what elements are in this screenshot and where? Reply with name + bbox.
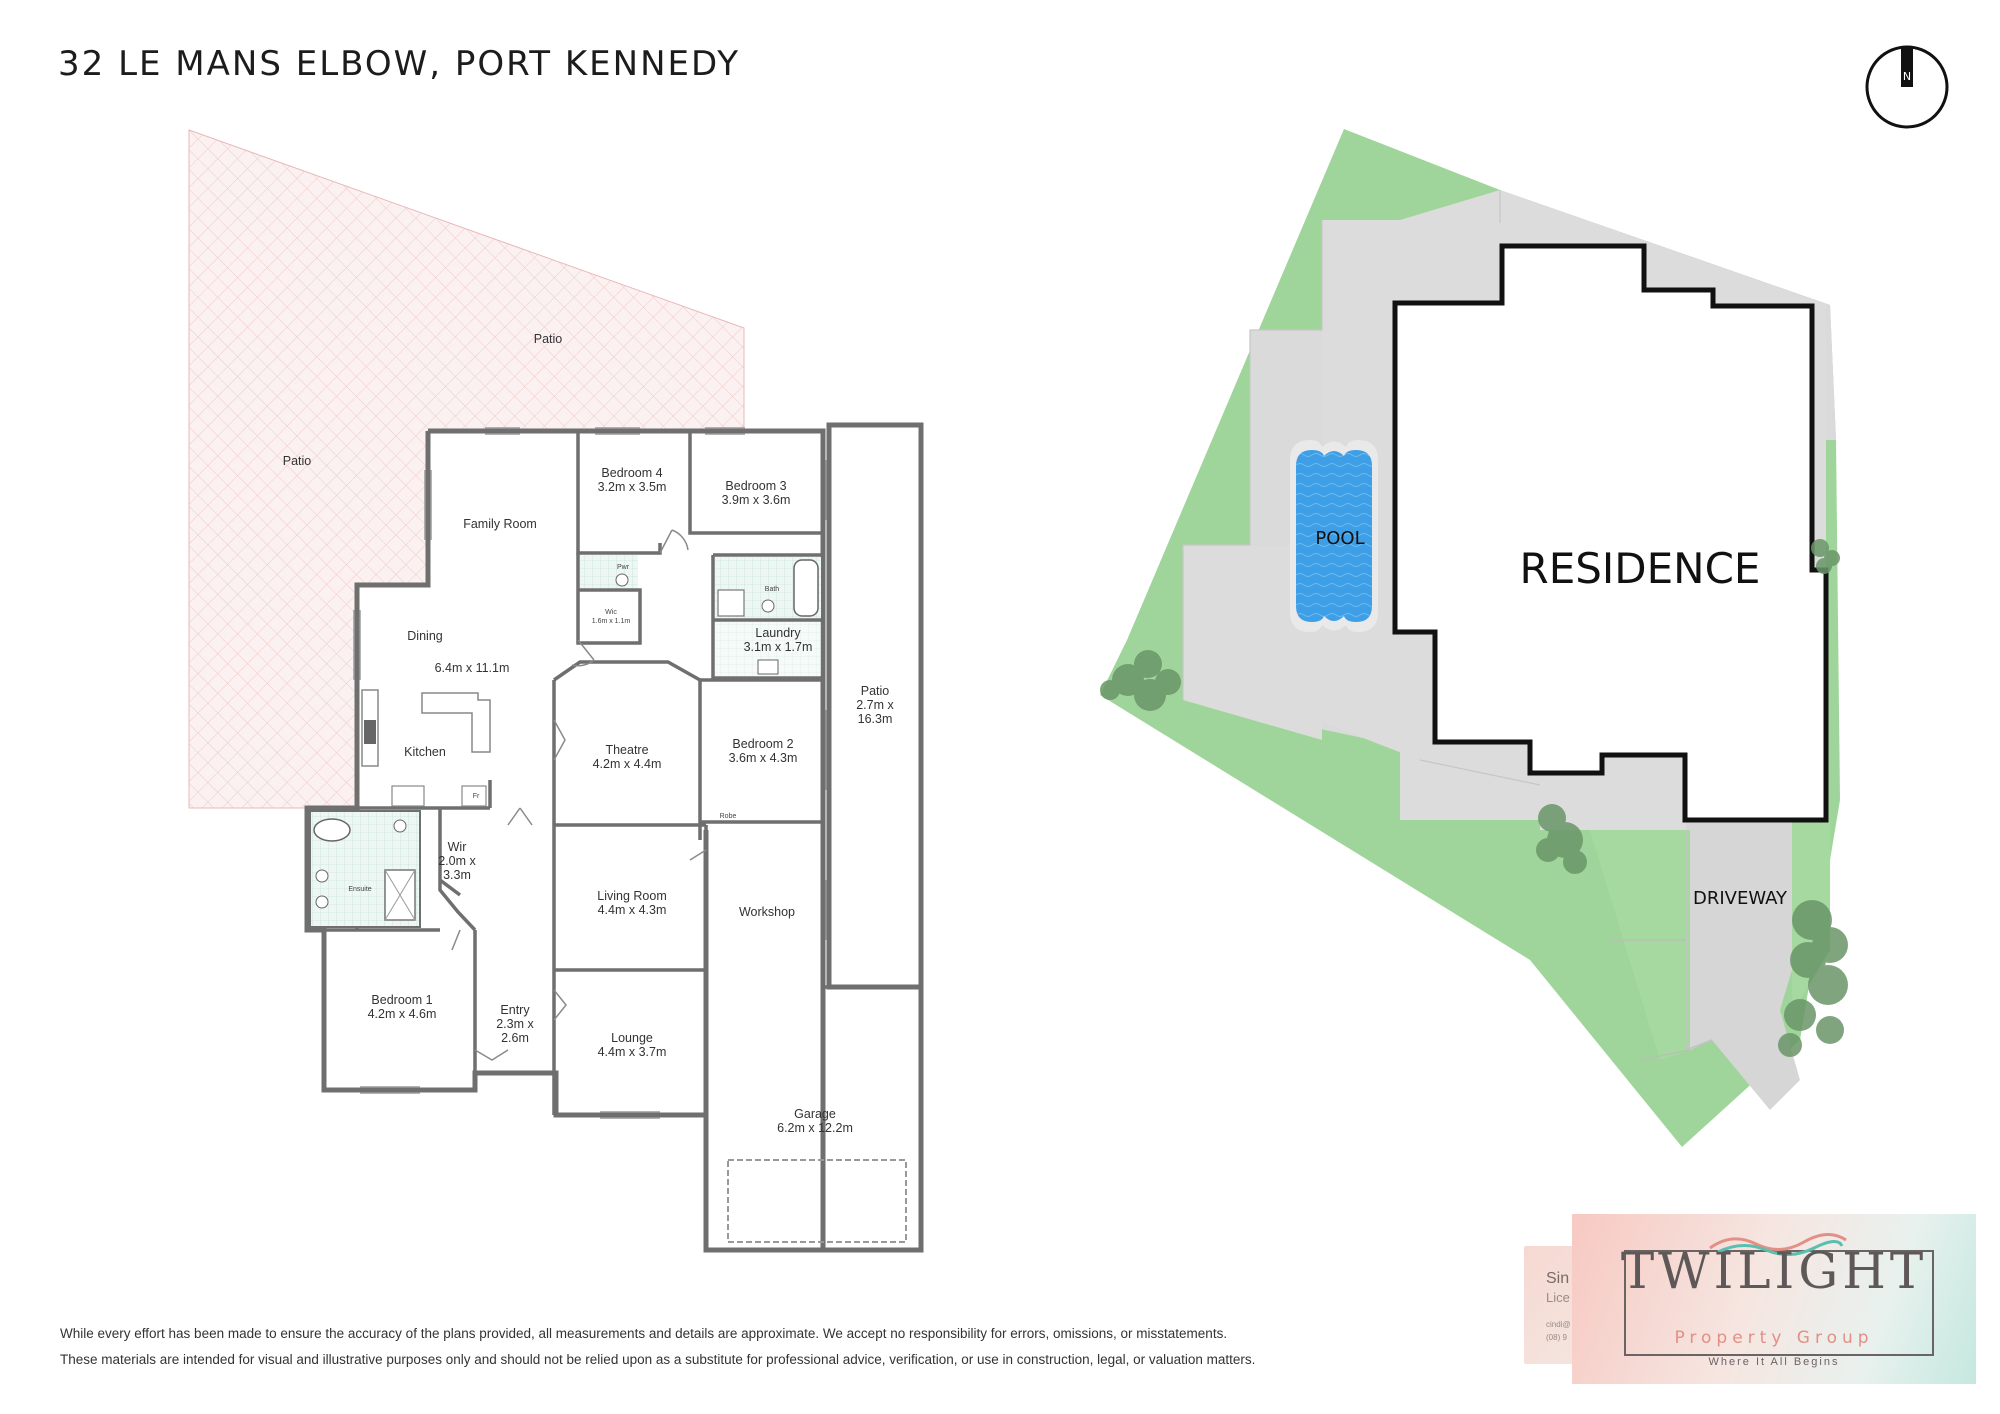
room-dims: 2.7m x — [856, 698, 894, 712]
cooktop-icon — [364, 720, 376, 744]
room-label: Patio — [861, 684, 890, 698]
pool-label: POOL — [1315, 528, 1364, 549]
room-label: Dining — [407, 629, 442, 643]
agent-email: cindi@ — [1546, 1320, 1571, 1329]
toilet-icon — [615, 573, 629, 587]
small-label: 1.6m x 1.1m — [592, 618, 631, 625]
room-dims: 4.2m x 4.4m — [593, 757, 662, 771]
room-label: Laundry — [755, 626, 801, 640]
room-label: Garage — [794, 1107, 836, 1121]
room-label: Family Room — [463, 517, 537, 531]
room-label: Workshop — [739, 905, 795, 919]
basin-icon — [315, 869, 329, 883]
site-plan: RESIDENCE POOL DRIVEWAY — [1100, 129, 1848, 1147]
residence-outline — [1392, 243, 1829, 823]
basin-icon — [761, 599, 775, 613]
room-dims: 2.6m — [501, 1031, 529, 1045]
agent-name: Sin — [1546, 1270, 1570, 1287]
bathtub-icon — [793, 559, 819, 617]
room-label: Kitchen — [404, 745, 446, 759]
room-dims: 2.3m x — [496, 1017, 534, 1031]
disclaimer-line: While every effort has been made to ensu… — [60, 1326, 1228, 1341]
page-title: 32 LE MANS ELBOW, PORT KENNEDY — [58, 44, 741, 84]
small-label: Bath — [765, 586, 780, 593]
small-label: Wic — [605, 609, 617, 616]
room-label: Bedroom 2 — [732, 737, 793, 751]
room-label: Theatre — [605, 743, 648, 757]
agent-phone: (08) 9 — [1546, 1333, 1567, 1342]
room-label: Patio — [283, 454, 312, 468]
room-dims: 4.2m x 4.6m — [368, 1007, 437, 1021]
basin-icon — [315, 895, 329, 909]
room-label: Wir — [448, 840, 467, 854]
tree-icon — [1100, 650, 1181, 711]
residence-label: RESIDENCE — [1520, 544, 1761, 593]
room-label: Bedroom 1 — [371, 993, 432, 1007]
bathtub-icon — [313, 818, 351, 842]
room-dims: 3.1m x 1.7m — [744, 640, 813, 654]
small-label: Ensuite — [348, 886, 371, 893]
small-label: Fr — [473, 793, 480, 800]
room-dims: 4.4m x 3.7m — [598, 1045, 667, 1059]
room-label: Patio — [534, 332, 563, 346]
small-label: Pwr — [617, 564, 630, 571]
driveway-area — [1686, 820, 1800, 1110]
agent-contact: cindi@ (08) 9 — [1546, 1318, 1571, 1344]
room-dims: 3.9m x 3.6m — [722, 493, 791, 507]
disclaimer-line: These materials are intended for visual … — [60, 1352, 1256, 1367]
driveway-label: DRIVEWAY — [1693, 888, 1788, 909]
tree-icon — [1811, 539, 1840, 574]
room-dims: 3.3m — [443, 868, 471, 882]
tree-icon — [1778, 900, 1848, 1057]
powder-tiles — [580, 555, 638, 588]
room-label: Bedroom 4 — [601, 466, 662, 480]
logo-card: TWILIGHT Property Group Where It All Beg… — [1572, 1214, 1976, 1384]
toilet-icon — [393, 819, 407, 833]
room-dims: 6.2m x 12.2m — [777, 1121, 853, 1135]
room-dims: 4.4m x 4.3m — [598, 903, 667, 917]
logo-sub-text: Property Group — [1674, 1328, 1874, 1348]
room-label: Lounge — [611, 1031, 653, 1045]
compass-label: N — [1903, 70, 1911, 83]
logo-tagline: Where It All Begins — [1708, 1356, 1840, 1368]
room-dims: 2.0m x — [438, 854, 476, 868]
north-arrow-icon: N — [1865, 45, 1949, 129]
room-dims: 16.3m — [858, 712, 893, 726]
kitchen-island — [421, 692, 491, 753]
room-dims: 3.2m x 3.5m — [598, 480, 667, 494]
room-dims: 6.4m x 11.1m — [435, 661, 510, 675]
room-label: Entry — [500, 1003, 530, 1017]
agent-role: Lice — [1546, 1290, 1570, 1305]
wave-logo-icon — [1709, 1233, 1847, 1256]
disclaimer: While every effort has been made to ensu… — [60, 1321, 1510, 1373]
pool-water — [1296, 450, 1372, 622]
room-label: Bedroom 3 — [725, 479, 786, 493]
logo-main-text: TWILIGHT — [1620, 1242, 1928, 1300]
small-label: Robe — [720, 813, 737, 820]
room-dims: 3.6m x 4.3m — [729, 751, 798, 765]
tree-icon — [1536, 804, 1587, 874]
room-label: Living Room — [597, 889, 666, 903]
floor-plan: Patio Patio Family Room Bedroom 4 3.2m x… — [188, 129, 924, 1253]
